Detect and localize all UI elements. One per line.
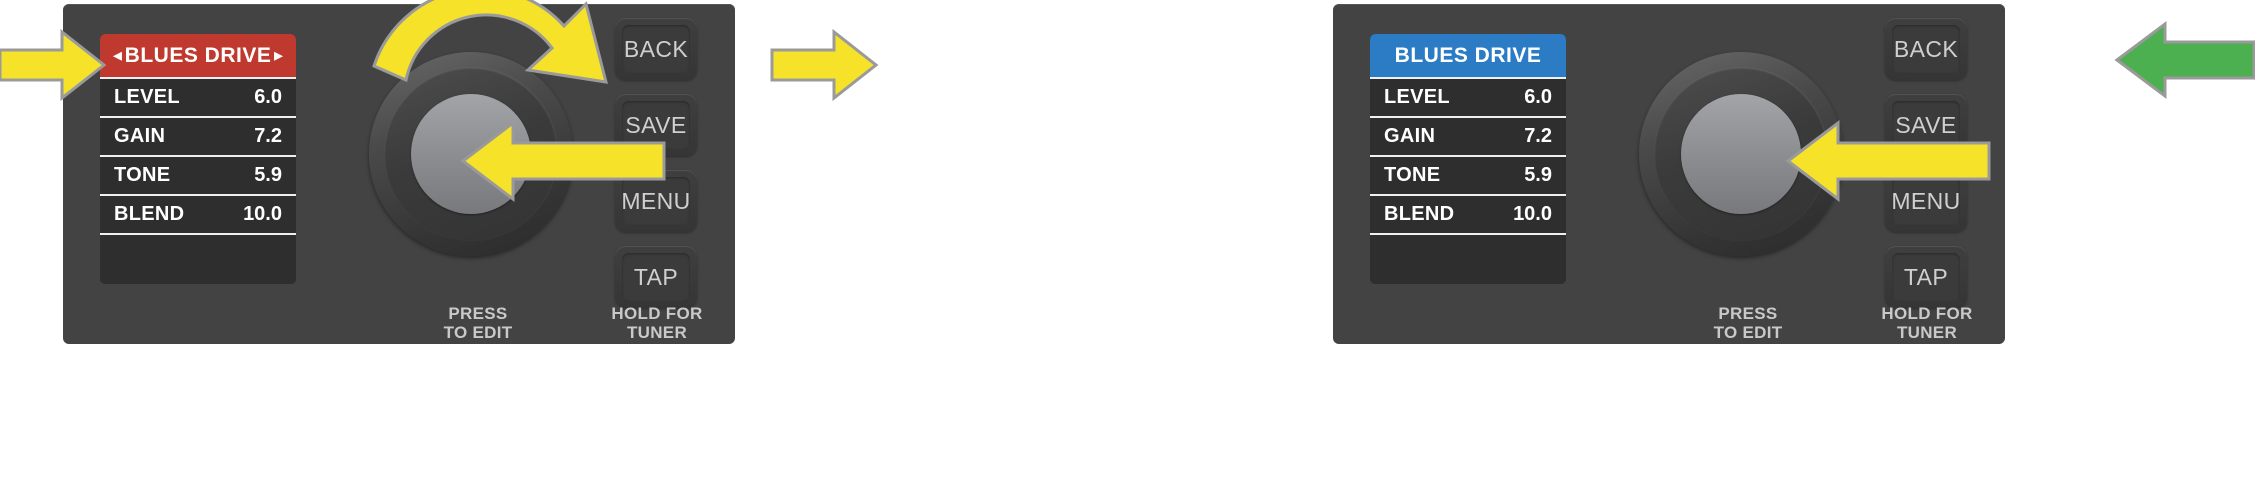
table-row[interactable]: LEVEL 6.0	[1370, 77, 1566, 116]
table-row[interactable]: BLEND 10.0	[1370, 194, 1566, 233]
back-button[interactable]: BACK	[615, 18, 697, 80]
table-row[interactable]: TONE 5.9	[100, 155, 296, 194]
pedal-device-right: BLUES DRIVE LEVEL 6.0 GAIN 7.2 TONE 5.9 …	[1333, 4, 2005, 344]
table-row[interactable]: TONE 5.9	[1370, 155, 1566, 194]
knob-caption-line2: TO EDIT	[443, 323, 513, 343]
arrow-to-knob-right-icon	[1785, 119, 1991, 203]
lcd-empty-area	[1370, 233, 1566, 281]
knob-caption-right: PRESS TO EDIT	[1703, 304, 1793, 342]
back-button[interactable]: BACK	[1885, 18, 1967, 80]
menu-button-label: MENU	[1891, 187, 1961, 214]
preset-header-left[interactable]: ◄ BLUES DRIVE ►	[100, 34, 296, 77]
param-value: 5.9	[1524, 164, 1552, 186]
knob-caption-line1: PRESS	[1718, 304, 1778, 323]
lcd-display-left: ◄ BLUES DRIVE ► LEVEL 6.0 GAIN 7.2 TONE …	[100, 34, 296, 284]
tap-caption-line1: HOLD FOR	[611, 304, 703, 323]
table-row[interactable]: LEVEL 6.0	[100, 77, 296, 116]
preset-header-right[interactable]: BLUES DRIVE	[1370, 34, 1566, 77]
knob-caption-line1: PRESS	[448, 304, 508, 323]
knob-inner-cap	[1681, 94, 1801, 214]
tap-caption-line1: HOLD FOR	[1881, 304, 1973, 323]
preset-prev-arrow-icon[interactable]: ◄	[110, 47, 125, 64]
preset-name-right: BLUES DRIVE	[1394, 43, 1542, 67]
param-label: BLEND	[114, 203, 185, 225]
tap-caption-line2: TUNER	[1896, 323, 1958, 343]
param-value: 10.0	[1513, 203, 1552, 225]
param-value: 5.9	[254, 164, 282, 186]
arrow-to-preset-right-icon	[770, 28, 879, 102]
parameter-list-right: LEVEL 6.0 GAIN 7.2 TONE 5.9 BLEND 10.0	[1370, 77, 1566, 281]
param-value: 6.0	[254, 86, 282, 108]
arrow-to-knob-left-icon	[460, 119, 666, 203]
param-label: GAIN	[1384, 125, 1436, 147]
back-button-label: BACK	[1893, 35, 1959, 62]
param-value: 7.2	[254, 125, 282, 147]
tap-caption-line2: TUNER	[626, 323, 688, 343]
table-row[interactable]: BLEND 10.0	[100, 194, 296, 233]
edit-knob-right[interactable]	[1639, 52, 1843, 256]
param-value: 6.0	[1524, 86, 1552, 108]
lcd-display-right: BLUES DRIVE LEVEL 6.0 GAIN 7.2 TONE 5.9 …	[1370, 34, 1566, 284]
save-button-label: SAVE	[1895, 111, 1957, 138]
tap-caption-right: HOLD FOR TUNER	[1881, 304, 1973, 342]
knob-caption-line2: TO EDIT	[1713, 323, 1783, 343]
tap-caption-left: HOLD FOR TUNER	[611, 304, 703, 342]
arrow-to-back-right-icon	[2114, 21, 2255, 99]
save-button-label: SAVE	[625, 111, 687, 138]
param-label: BLEND	[1384, 203, 1455, 225]
back-button-label: BACK	[623, 35, 689, 62]
param-label: GAIN	[114, 125, 166, 147]
tap-button[interactable]: TAP	[1885, 246, 1967, 308]
param-label: LEVEL	[114, 86, 180, 108]
tap-button-label: TAP	[1903, 263, 1949, 290]
preset-next-arrow-icon[interactable]: ►	[271, 47, 286, 64]
param-value: 7.2	[1524, 125, 1552, 147]
param-value: 10.0	[243, 203, 282, 225]
arrow-rotate-knob-icon	[368, 0, 628, 120]
parameter-list-left: LEVEL 6.0 GAIN 7.2 TONE 5.9 BLEND 10.0	[100, 77, 296, 281]
lcd-empty-area	[100, 233, 296, 281]
knob-caption-left: PRESS TO EDIT	[433, 304, 523, 342]
table-row[interactable]: GAIN 7.2	[100, 116, 296, 155]
tap-button[interactable]: TAP	[615, 246, 697, 308]
param-label: TONE	[114, 164, 171, 186]
menu-button-label: MENU	[621, 187, 691, 214]
preset-name-left: BLUES DRIVE	[124, 43, 272, 67]
arrow-to-preset-left-icon	[0, 28, 107, 102]
param-label: TONE	[1384, 164, 1441, 186]
tap-button-label: TAP	[633, 263, 679, 290]
table-row[interactable]: GAIN 7.2	[1370, 116, 1566, 155]
param-label: LEVEL	[1384, 86, 1450, 108]
